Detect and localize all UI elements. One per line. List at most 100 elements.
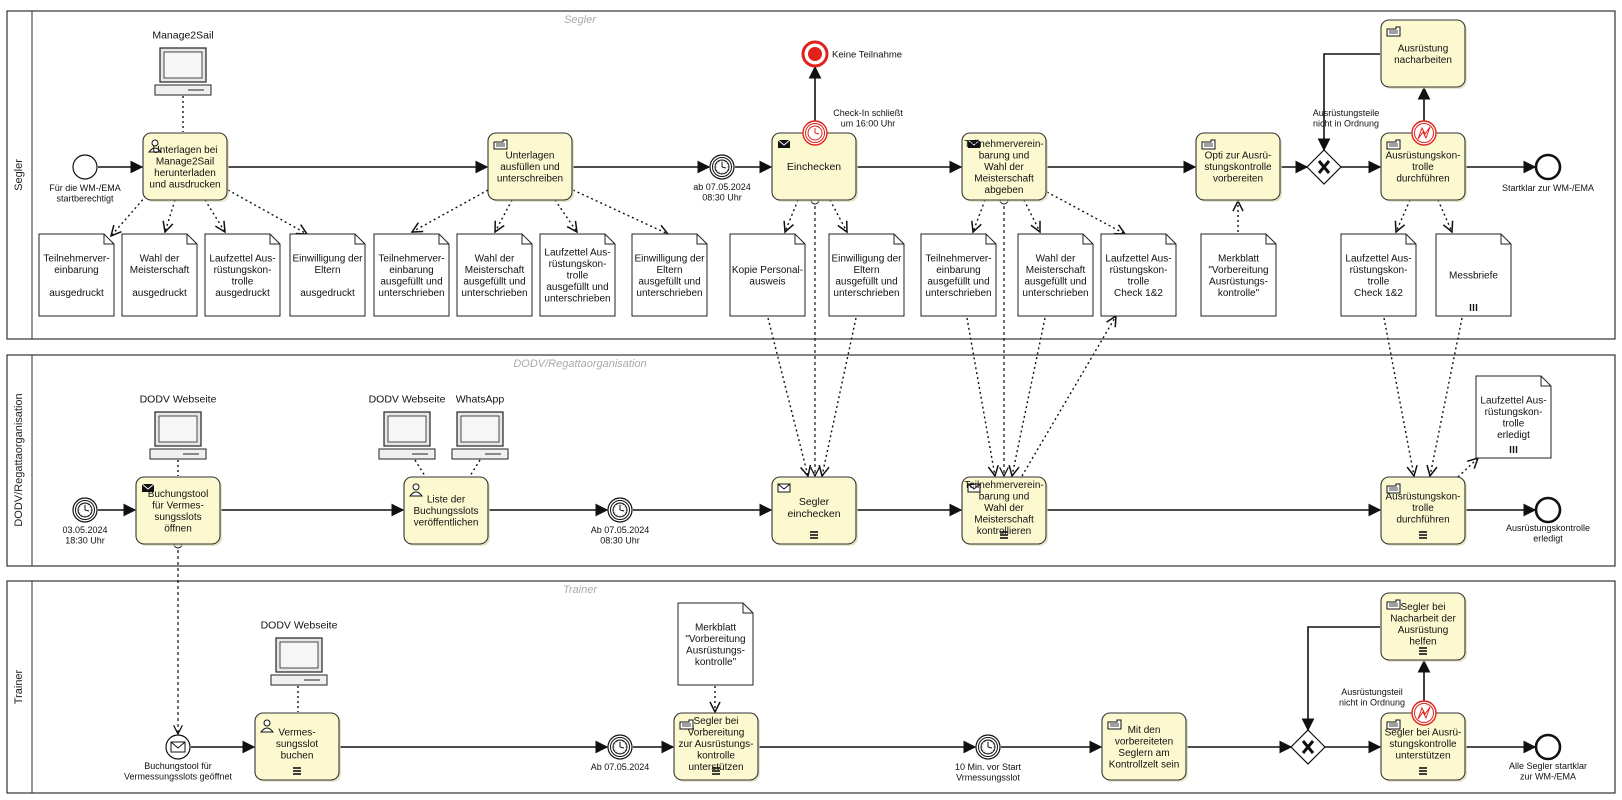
end-keine-teilnahme[interactable] <box>801 40 829 68</box>
error-icon <box>1417 126 1431 140</box>
lane-title-segler: Segler <box>564 14 597 26</box>
computer-icon <box>149 411 207 460</box>
timer-trainer-ab0705[interactable] <box>607 734 633 760</box>
timer-trainer-10min[interactable] <box>975 734 1001 760</box>
doc-merkblatt-trainer[interactable]: Merkblatt"VorbereitungAusrüstungs-kontro… <box>677 602 754 686</box>
multi-instance-marker-icon <box>1419 647 1427 655</box>
doc-einwilligung-ausgefuellt-label-line: Einwilligung der <box>634 253 705 264</box>
multi-instance-marker-icon <box>1419 767 1427 775</box>
boundary-error-trainer[interactable] <box>1411 700 1437 726</box>
gateway-segler-label-line: Ausrüstungsteile <box>1313 108 1380 118</box>
msg-start-trainer-label-line: Buchungstool für <box>144 761 212 771</box>
doc-merkblatt-segler-label-line: Merkblatt <box>1218 253 1259 264</box>
boundary-checkin-label-line: um 16:00 Uhr <box>841 118 896 128</box>
timer-dodv-ab0705[interactable] <box>607 497 633 523</box>
multi-instance-marker-icon <box>712 767 720 775</box>
doc-kopie-personalausweis[interactable]: Kopie Personal-ausweis <box>729 233 806 317</box>
gateway-segler[interactable] <box>1306 149 1342 185</box>
end-trainer-label-line: zur WM-/EMA <box>1520 771 1576 781</box>
gateway-trainer[interactable] <box>1290 729 1326 765</box>
msg-start-trainer[interactable] <box>165 734 191 760</box>
boundary-error-segler[interactable] <box>1411 120 1437 146</box>
timer-segler-ab0705[interactable] <box>709 154 735 180</box>
computer-icon <box>270 637 328 686</box>
doc-messbriefe-label-line: Messbriefe <box>1449 271 1498 282</box>
end-trainer[interactable] <box>1534 733 1562 761</box>
task-buchungstool-oeffnen-label-line: öffnen <box>164 523 192 534</box>
doc-merkblatt-segler[interactable]: Merkblatt"VorbereitungAusrüstungs-kontro… <box>1200 233 1277 317</box>
lane-label-trainer: Trainer <box>13 669 25 704</box>
doc-laufzettel-check-label-line: Laufzettel Aus- <box>1105 253 1171 264</box>
system-trainer-web <box>270 637 328 686</box>
doc-merkblatt-segler-label-line: kontrolle" <box>1218 288 1260 299</box>
task-opti-vorbereiten[interactable]: Opti zur Ausrü-stungskontrollevorbereite… <box>1195 132 1282 202</box>
end-startklar[interactable] <box>1534 153 1562 181</box>
doc-einwilligung-eltern-label-line: ausgefüllt und <box>835 276 897 287</box>
doc-laufzettel-check-2-label-line: rüstungskon- <box>1350 265 1408 276</box>
doc-teilnehmer-segler-label-line: einbarung <box>936 265 980 276</box>
doc-laufzettel-erledigt[interactable]: Laufzettel Aus-rüstungskon-trolleerledig… <box>1475 375 1552 459</box>
doc-merkblatt-trainer-label-line: "Vorbereitung <box>685 634 745 645</box>
doc-laufzettel-ausgedruckt-label-line: rüstungskon- <box>214 265 272 276</box>
doc-laufzettel-ausgedruckt[interactable]: Laufzettel Aus-rüstungskon-trolleausgedr… <box>204 233 281 317</box>
task-kontrollzelt-label-line: vorbereiteten <box>1115 736 1173 747</box>
gateway-trainer-label-line: Ausrüstungsteil <box>1341 687 1403 697</box>
task-kontrolle-trainer[interactable]: Segler bei Ausrü-stungskontrolleunterstü… <box>1380 712 1467 782</box>
task-einchecken[interactable]: Einchecken <box>771 132 858 202</box>
task-unterlagen-download[interactable]: Unterlagen beiManage2Sailherunterladenun… <box>142 132 229 202</box>
boundary-timer-checkin[interactable] <box>802 120 828 146</box>
doc-laufzettel-ausgefuellt[interactable]: Laufzettel Aus-rüstungskon-trolleausgefü… <box>539 233 616 317</box>
system-manage2sail <box>154 47 212 96</box>
doc-einwilligung-ausgedruckt-label-line: ausgedruckt <box>300 288 355 299</box>
doc-laufzettel-ausgefuellt-label-line: ausgefüllt und <box>546 282 608 293</box>
task-kontrolle-dodv-label-line: durchführen <box>1396 515 1449 526</box>
start-event-segler[interactable] <box>72 154 98 180</box>
end-dodv[interactable] <box>1534 496 1562 524</box>
assoc-m4 <box>1012 317 1046 476</box>
doc-merkblatt-trainer-label-line: Merkblatt <box>695 622 736 633</box>
manual-task-icon <box>1386 26 1401 37</box>
user-icon <box>147 139 163 153</box>
assoc-d9 <box>785 199 799 232</box>
timer-segler-label-line: ab 07.05.2024 <box>693 182 751 192</box>
computer-icon <box>451 411 509 460</box>
task-unterlagen-download-label-line: Unterlagen bei <box>152 145 217 156</box>
doc-einwilligung-ausgedruckt-label-line: Einwilligung der <box>292 253 363 264</box>
end-keine-label: Keine Teilnahme <box>832 49 902 60</box>
timer-dodv-start-label-line: 18:30 Uhr <box>65 535 105 545</box>
timer-dodv-start[interactable] <box>72 497 98 523</box>
timer-dodv-ab0705-label-line: Ab 07.05.2024 <box>591 525 650 535</box>
assoc-whatsapp <box>469 459 481 477</box>
system-whatsapp-label: WhatsApp <box>456 394 505 406</box>
doc-messbriefe[interactable]: Messbriefe <box>1435 233 1512 317</box>
assoc-d4 <box>227 189 307 234</box>
send-message-icon <box>141 483 155 492</box>
assoc-m7 <box>1430 317 1463 476</box>
